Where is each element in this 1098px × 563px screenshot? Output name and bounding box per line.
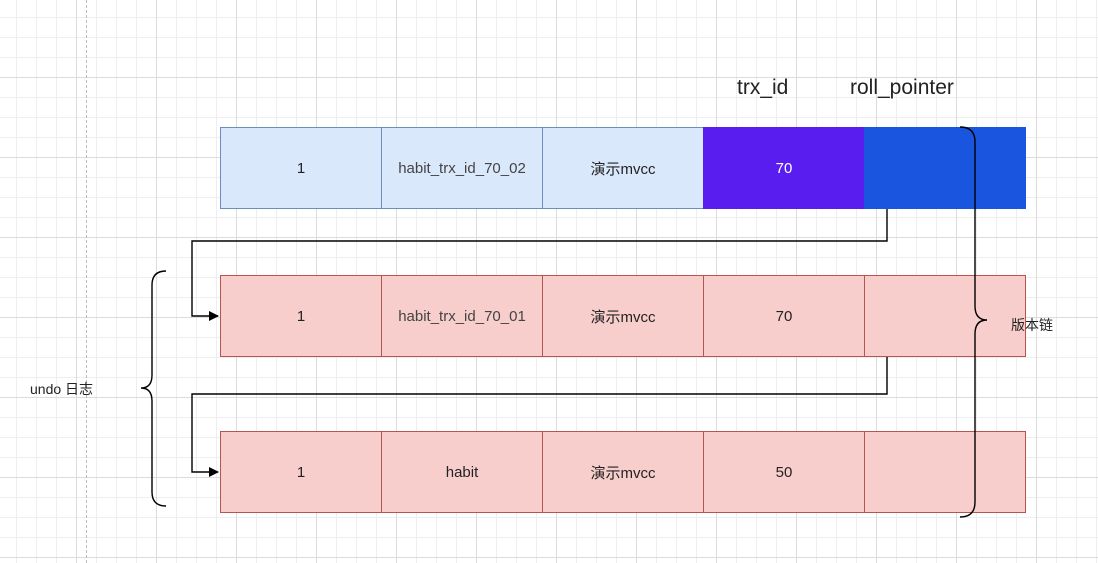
roll-pointer-arrow-1: [191, 209, 888, 321]
name-cell: habit: [381, 431, 543, 513]
name-cell: habit_trx_id_70_02: [381, 127, 543, 209]
roll-pointer-cell: [864, 127, 1026, 209]
id-cell: 1: [220, 431, 382, 513]
undo-log-label: undo 日志: [30, 381, 94, 397]
undo-record-row-1: 1 habit_trx_id_70_01 演示mvcc 70: [220, 275, 1026, 357]
undo-record-row-2: 1 habit 演示mvcc 50: [220, 431, 1026, 513]
id-cell: 1: [220, 127, 382, 209]
comment-cell: 演示mvcc: [542, 431, 704, 513]
guide-line: [86, 0, 87, 563]
trx-id-cell: 70: [703, 127, 865, 209]
version-chain-brace: [959, 126, 988, 518]
roll-pointer-cell: [864, 431, 1026, 513]
undo-log-brace: [140, 270, 167, 507]
roll-pointer-arrow-2: [191, 357, 888, 477]
trx-id-header: trx_id: [737, 76, 789, 99]
id-cell: 1: [220, 275, 382, 357]
comment-cell: 演示mvcc: [542, 127, 704, 209]
trx-id-cell: 50: [703, 431, 865, 513]
roll-pointer-cell: [864, 275, 1026, 357]
current-record-row: 1 habit_trx_id_70_02 演示mvcc 70: [220, 127, 1026, 209]
version-chain-label: 版本链: [1011, 317, 1053, 333]
roll-pointer-header: roll_pointer: [850, 76, 954, 99]
trx-id-cell: 70: [703, 275, 865, 357]
